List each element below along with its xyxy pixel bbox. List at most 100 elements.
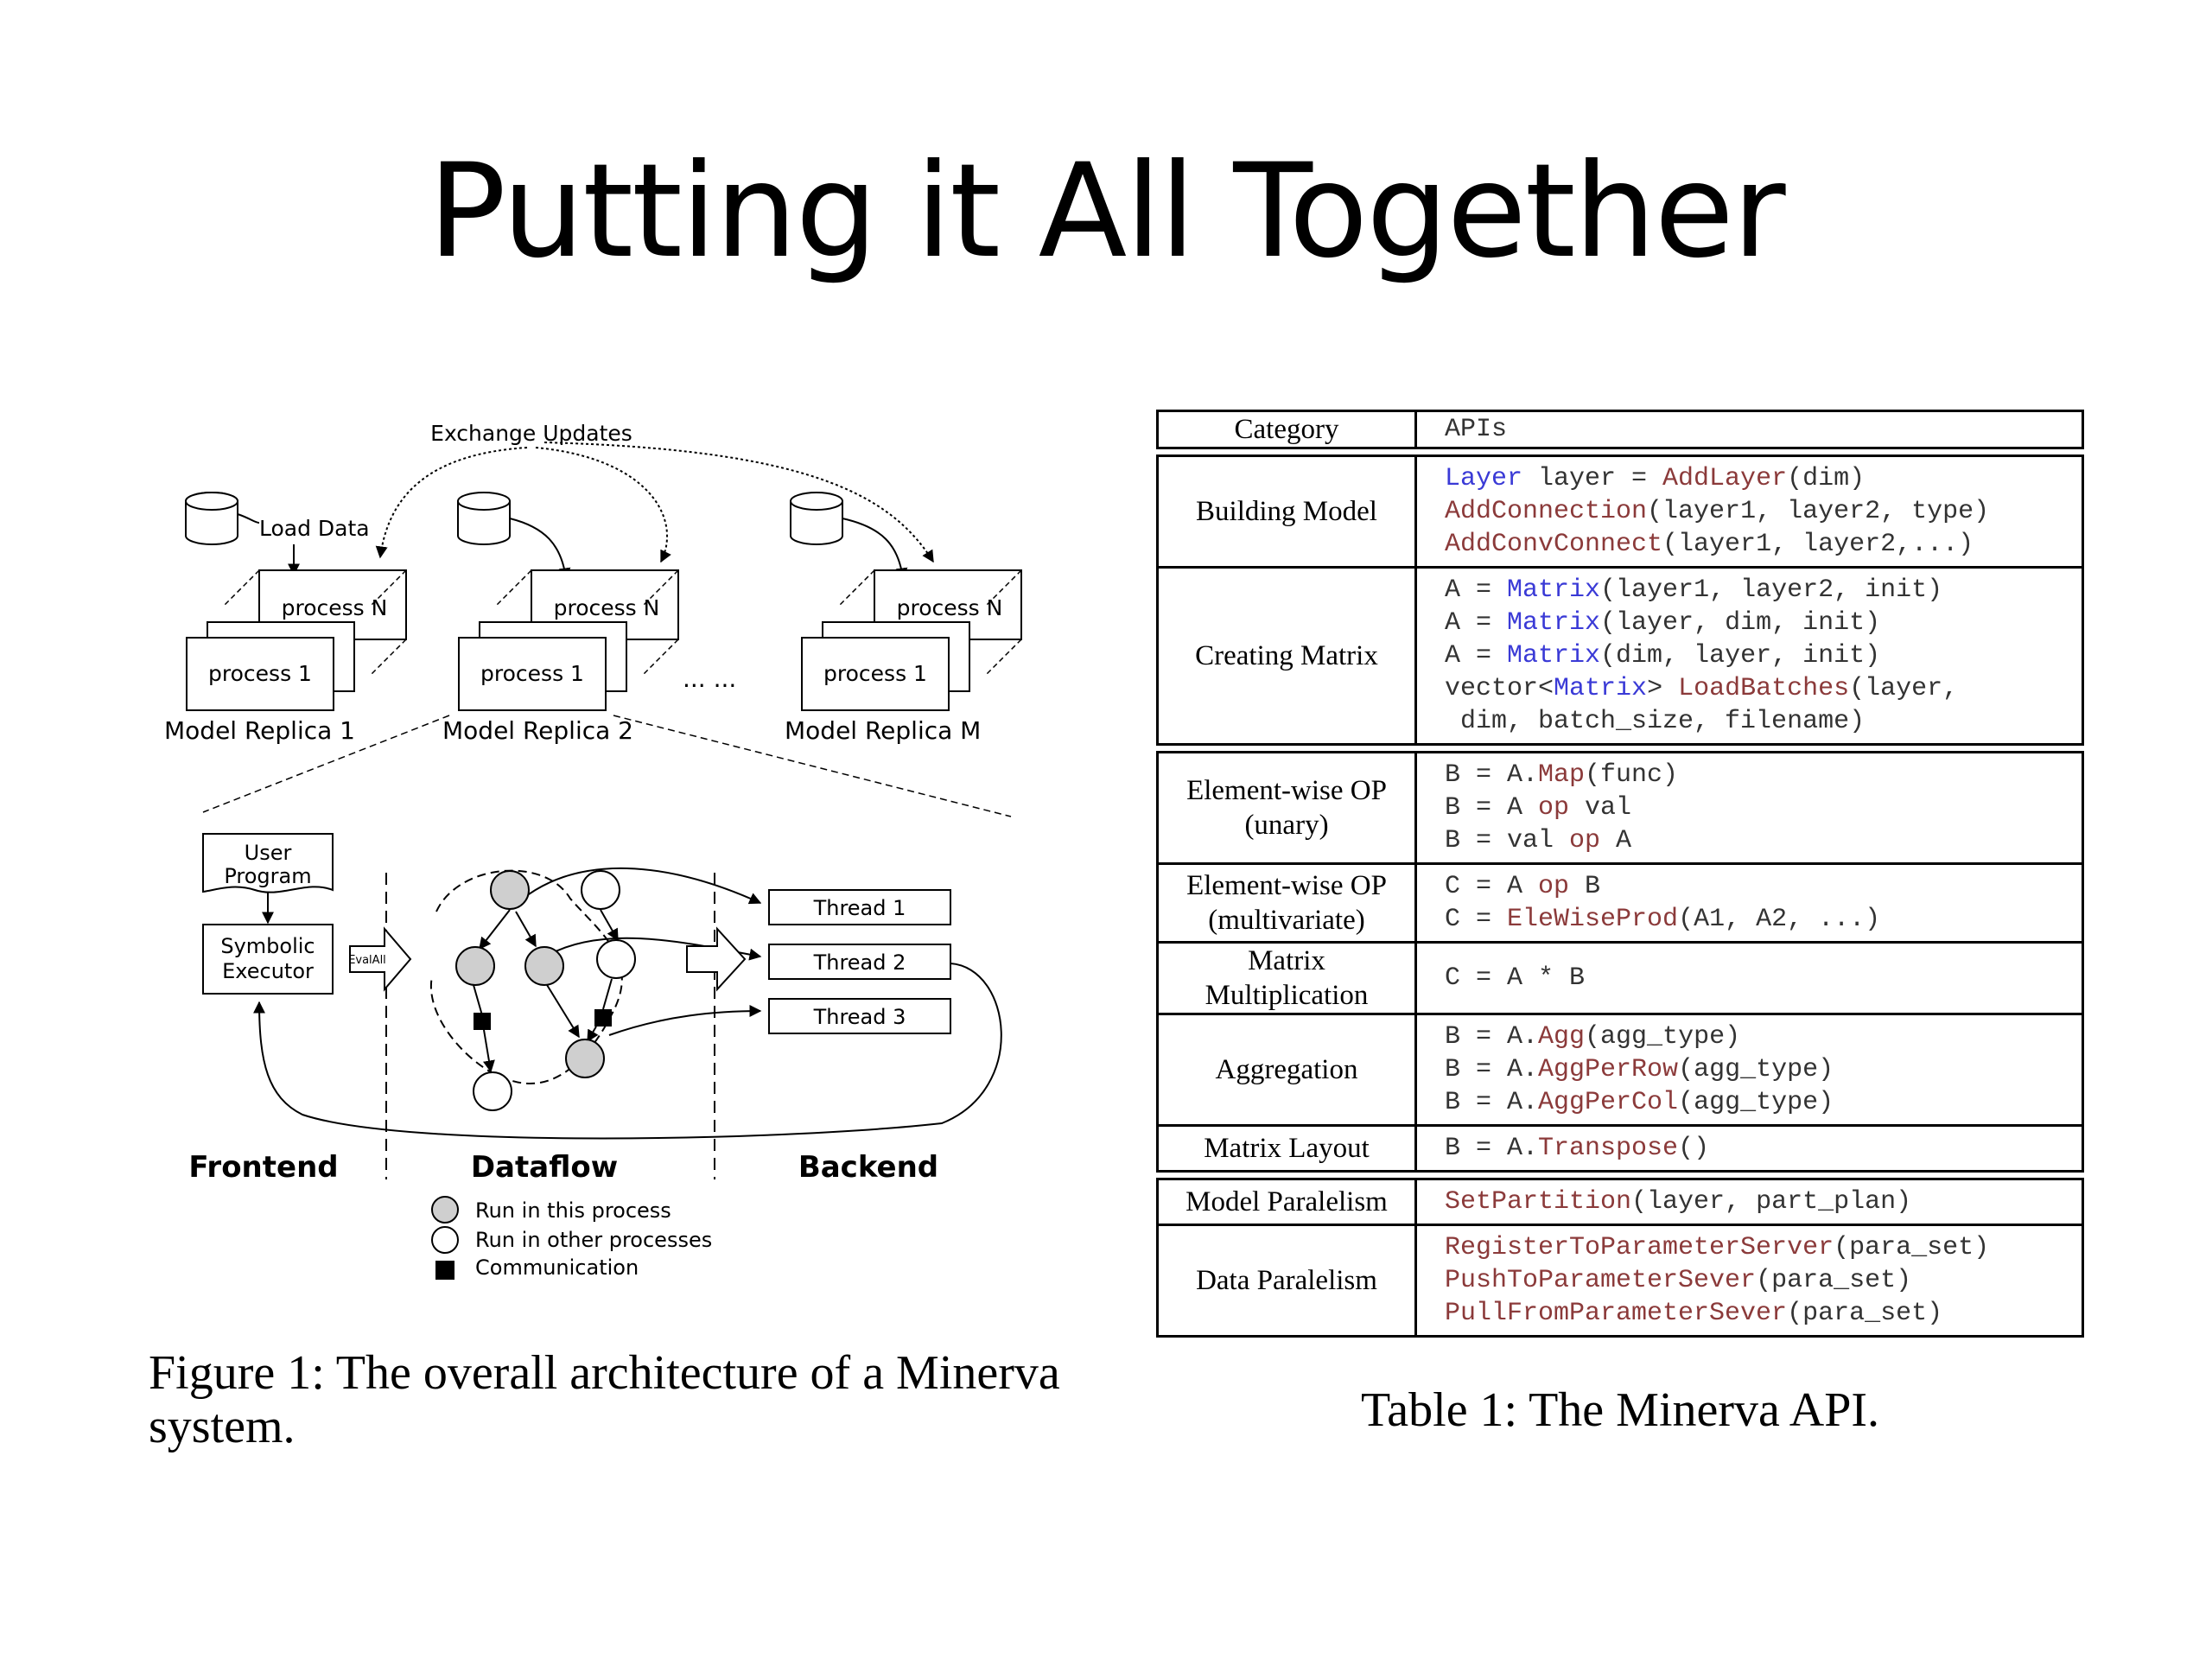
user-program-line1: User xyxy=(245,841,292,865)
api-cell: C = A * B xyxy=(1414,941,2084,1015)
api-function-name: AggPerRow xyxy=(1538,1055,1679,1084)
exchange-arc-mid xyxy=(535,447,671,563)
exchange-arc-right xyxy=(543,442,934,563)
api-line: SetPartition(layer, part_plan) xyxy=(1445,1185,2082,1218)
api-text: (layer, xyxy=(1849,674,1959,703)
backend-threads: Thread 1 Thread 2 Thread 3 xyxy=(768,889,951,1034)
category-line: Model Paralelism xyxy=(1185,1186,1388,1217)
api-line: B = A.Transpose() xyxy=(1445,1132,2082,1165)
api-line: RegisterToParameterServer(para_set) xyxy=(1445,1231,2082,1264)
api-text: B xyxy=(1569,872,1601,901)
api-text: (A1, A2, ...) xyxy=(1678,905,1881,934)
api-line: C = EleWiseProd(A1, A2, ...) xyxy=(1445,903,2082,936)
comm-node-1 xyxy=(474,1013,491,1030)
category-cell: Element-wise OP(unary) xyxy=(1156,751,1417,865)
api-cell: A = Matrix(layer1, layer2, init)A = Matr… xyxy=(1414,566,2084,746)
table-row: Data Paralelism RegisterToParameterServer… xyxy=(1156,1224,2084,1338)
category-line: (unary) xyxy=(1244,810,1329,841)
api-text: (layer1, layer2, type) xyxy=(1647,497,1990,526)
exchange-updates-label: Exchange Updates xyxy=(430,421,632,446)
thread-2-label: Thread 2 xyxy=(813,950,906,975)
api-type-name: Matrix xyxy=(1554,674,1648,703)
category-line: Building Model xyxy=(1196,496,1377,527)
api-cell: Layer layer = AddLayer(dim)AddConnection… xyxy=(1414,454,2084,569)
model-replica-2: process N process 1 Model Replica 2 xyxy=(442,492,679,745)
api-function-name: SetPartition xyxy=(1445,1187,1632,1217)
process-n-label-2: process N xyxy=(554,595,660,620)
process-n-label: process N xyxy=(282,595,388,620)
table-caption: Table 1: The Minerva API. xyxy=(1360,1383,1880,1437)
api-text: C = A * B xyxy=(1445,963,1586,993)
api-function-name: op xyxy=(1538,793,1570,823)
legend-other-processes: Run in other processes xyxy=(475,1228,712,1252)
group-separator-cell xyxy=(1157,447,2083,457)
group-separator xyxy=(1157,447,2083,457)
section-frontend: Frontend xyxy=(188,1150,338,1185)
api-function-name: RegisterToParameterServer xyxy=(1445,1233,1834,1262)
thread-1-label: Thread 1 xyxy=(813,896,906,920)
api-text: vector< xyxy=(1445,674,1554,703)
replica-2-label: Model Replica 2 xyxy=(442,716,633,745)
api-text: (dim) xyxy=(1787,464,1866,493)
category-line: Element-wise OP xyxy=(1186,870,1387,901)
api-line: Layer layer = AddLayer(dim) xyxy=(1445,462,2082,495)
api-type-name: Layer xyxy=(1445,464,1523,493)
api-function-name: Agg xyxy=(1538,1022,1586,1052)
api-text: A = xyxy=(1445,641,1508,671)
section-backend: Backend xyxy=(798,1150,938,1185)
api-line: AddConnection(layer1, layer2, type) xyxy=(1445,495,2082,528)
category-line: Multiplication xyxy=(1205,980,1369,1011)
api-text: () xyxy=(1678,1134,1710,1163)
api-text: (layer, dim, init) xyxy=(1600,608,1881,638)
process-1-label: process 1 xyxy=(208,661,312,686)
section-dataflow: Dataflow xyxy=(471,1150,618,1185)
api-line: vector<Matrix> LoadBatches(layer, xyxy=(1445,672,2082,705)
api-text: (layer, part_plan) xyxy=(1631,1187,1912,1217)
process-1-label-m: process 1 xyxy=(823,661,927,686)
api-text: (para_set) xyxy=(1834,1233,1990,1262)
group-separator-cell xyxy=(1157,743,2083,753)
api-line: B = val op A xyxy=(1445,824,2082,857)
api-text: dim, batch_size, filename) xyxy=(1445,707,1866,736)
symbolic-executor-line1: Symbolic xyxy=(220,934,315,958)
figure-legend: Run in this process Run in other process… xyxy=(431,1196,712,1280)
api-text: B = A xyxy=(1445,793,1539,823)
api-cell: B = A.Transpose() xyxy=(1414,1124,2084,1173)
api-line: A = Matrix(layer, dim, init) xyxy=(1445,607,2082,639)
api-function-name: LoadBatches xyxy=(1678,674,1850,703)
exchange-arc-left xyxy=(375,447,528,559)
node-other-2 xyxy=(596,939,636,979)
api-text: (dim, layer, init) xyxy=(1600,641,1881,671)
api-type-name: Matrix xyxy=(1507,575,1601,605)
feedback-loop xyxy=(253,963,1002,1140)
api-line: B = A.AggPerCol(agg_type) xyxy=(1445,1086,2082,1119)
category-line: Aggregation xyxy=(1215,1054,1358,1085)
category-line: Creating Matrix xyxy=(1195,640,1378,671)
api-text: (para_set) xyxy=(1787,1299,1943,1328)
api-text: A = xyxy=(1445,608,1508,638)
table-row: Element-wise OP(unary)B = A.Map(func)B =… xyxy=(1156,751,2084,865)
api-text: B = A. xyxy=(1445,1088,1539,1117)
process-1-label-2: process 1 xyxy=(480,661,584,686)
evalall-label: EvalAll xyxy=(348,954,386,967)
api-text: B = val xyxy=(1445,826,1570,855)
replica-1-label: Model Replica 1 xyxy=(164,716,355,745)
category-cell: Data Paralelism xyxy=(1156,1224,1417,1338)
model-replica-m: process N process 1 Model Replica M xyxy=(785,492,1022,745)
api-cell: SetPartition(layer, part_plan) xyxy=(1414,1178,2084,1226)
api-text: A xyxy=(1600,826,1632,855)
api-type-name: Matrix xyxy=(1507,641,1601,671)
load-data-label: Load Data xyxy=(259,516,370,541)
category-cell: Building Model xyxy=(1156,454,1417,569)
header-category: Category xyxy=(1156,410,1417,449)
api-cell: B = A.Agg(agg_type)B = A.AggPerRow(agg_t… xyxy=(1414,1013,2084,1127)
frontend-block: User Program Symbolic Executor xyxy=(202,833,334,995)
legend-communication: Communication xyxy=(475,1255,639,1280)
category-cell: Model Paralelism xyxy=(1156,1178,1417,1226)
table-row: Creating Matrix A = Matrix(layer1, layer2… xyxy=(1156,566,2084,746)
